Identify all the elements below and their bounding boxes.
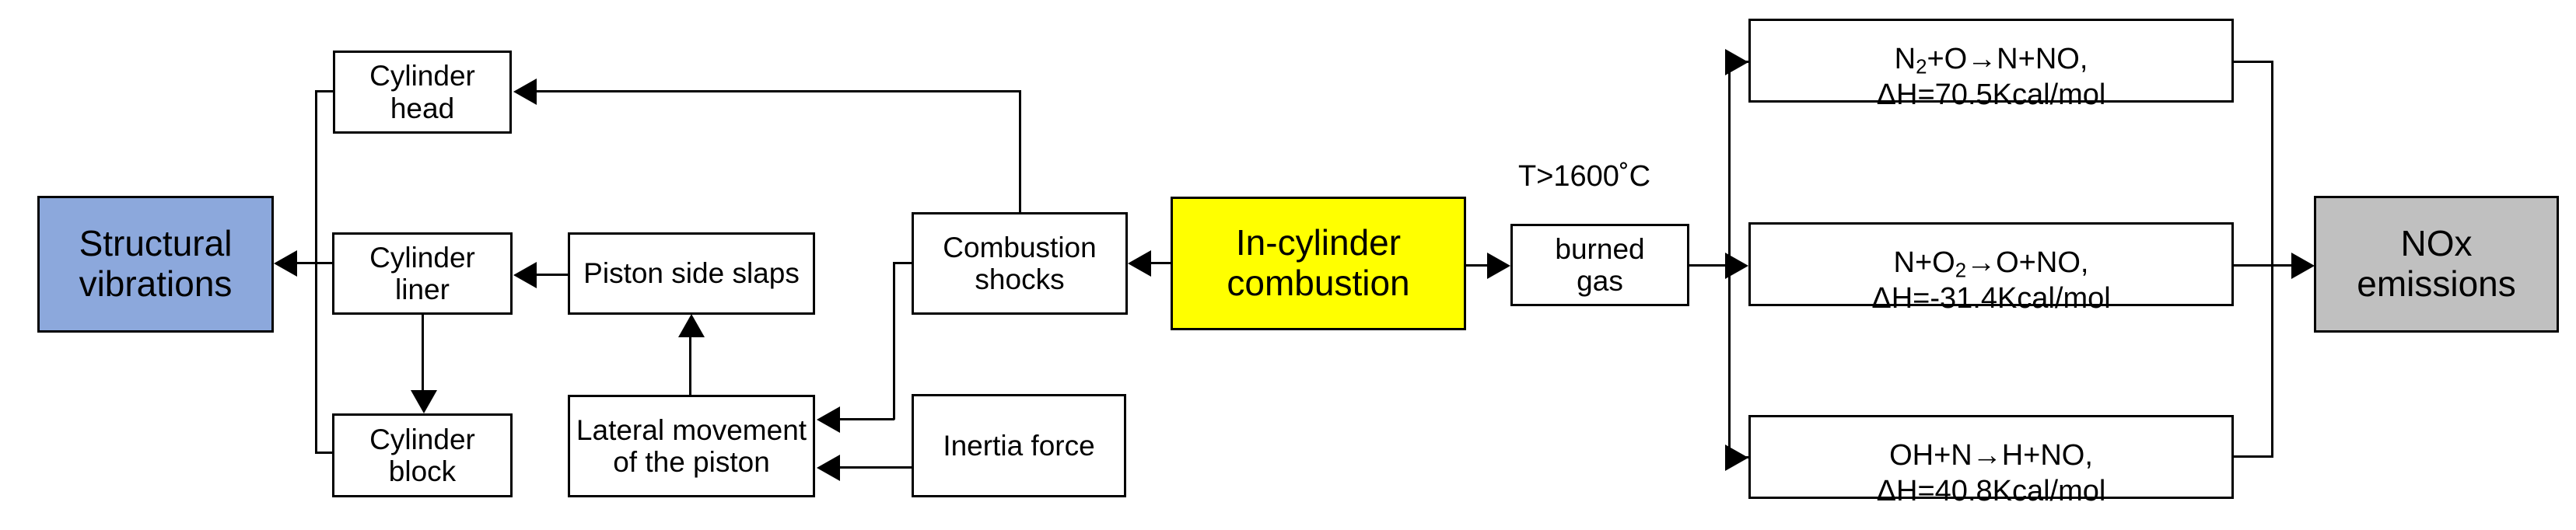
reaction-1-enthalpy: ΔH=70.5Kcal/mol [1876, 78, 2106, 112]
edge-combustion-to-burned-gas [1466, 264, 1488, 267]
edge-lateral-to-slaps [689, 336, 691, 396]
arrowhead-shocks-to-lateral [817, 406, 840, 433]
edge-inertia-to-lateral [840, 466, 913, 469]
arrowhead-combustion-to-shocks [1128, 250, 1151, 277]
node-lateral-movement-label: Lateral movement of the piston [576, 413, 807, 478]
node-lateral-movement-of-piston: Lateral movement of the piston [568, 395, 815, 497]
edge-burned-gas-to-bus [1689, 264, 1730, 267]
edge-bus-to-structural-vibrations [297, 262, 334, 264]
edge-shocks-to-head-vertical [1019, 90, 1021, 213]
arrowhead-combustion-to-burned-gas [1487, 253, 1510, 279]
node-in-cylinder-combustion-label: In-cylinder combustion [1227, 222, 1410, 303]
temperature-label: T>1600˚C [1518, 160, 1651, 193]
arrowhead-bus-to-reaction-3 [1725, 445, 1748, 471]
reaction-2-equation: N+O2→O+NO, [1893, 246, 2089, 282]
edge-reaction-1-to-collector [2232, 61, 2273, 63]
node-burned-gas-label: burned gas [1555, 232, 1645, 297]
edge-nox-collector-bus [2271, 61, 2273, 457]
arrowhead-to-structural-vibrations [274, 250, 297, 277]
edge-liner-to-block [422, 314, 424, 392]
edge-left-collector-bus [315, 90, 317, 454]
arrowhead-shocks-to-head [513, 78, 537, 105]
reaction-2-enthalpy: ΔH=-31.4Kcal/mol [1871, 282, 2111, 316]
node-reaction-3: OH+N→H+NO, ΔH=40.8Kcal/mol [1748, 415, 2234, 507]
edge-collector-to-nox [2271, 264, 2293, 267]
edge-slaps-to-liner [537, 274, 569, 276]
reaction-3-enthalpy: ΔH=40.8Kcal/mol [1876, 475, 2106, 508]
node-reaction-1: N2+O→N+NO, ΔH=70.5Kcal/mol [1748, 19, 2234, 111]
edge-head-to-bus [315, 90, 334, 92]
edge-shocks-left-stub [893, 262, 914, 264]
node-combustion-shocks-label: Combustion shocks [943, 231, 1097, 295]
node-piston-side-slaps: Piston side slaps [568, 232, 815, 315]
node-reaction-2: N+O2→O+NO, ΔH=-31.4Kcal/mol [1748, 222, 2234, 315]
node-cylinder-head: Cylinder head [333, 51, 512, 134]
arrowhead-slaps-to-liner [513, 262, 537, 288]
reaction-3-equation: OH+N→H+NO, [1889, 438, 2093, 472]
reaction-1-equation: N2+O→N+NO, [1894, 42, 2088, 78]
node-cylinder-head-label: Cylinder head [369, 60, 475, 124]
edge-block-to-bus [315, 452, 334, 454]
edge-shocks-to-lateral-vertical [893, 262, 895, 420]
arrowhead-collector-to-nox [2291, 253, 2315, 279]
node-nox-emissions: NOx emissions [2314, 196, 2559, 333]
node-piston-side-slaps-label: Piston side slaps [583, 257, 800, 290]
node-in-cylinder-combustion: In-cylinder combustion [1171, 197, 1466, 330]
node-cylinder-block-label: Cylinder block [369, 423, 475, 487]
node-structural-vibrations: Structural vibrations [37, 196, 274, 333]
arrowhead-inertia-to-lateral [817, 455, 840, 481]
node-cylinder-block: Cylinder block [332, 413, 513, 497]
edge-reaction-2-to-collector [2232, 264, 2273, 267]
arrowhead-bus-to-reaction-1 [1725, 49, 1748, 75]
edge-reaction-3-to-collector [2232, 455, 2273, 458]
node-combustion-shocks: Combustion shocks [912, 212, 1128, 315]
edge-shocks-to-lateral-horizontal [840, 418, 894, 420]
arrowhead-lateral-to-slaps [678, 314, 705, 337]
arrowhead-liner-to-block [411, 390, 437, 413]
node-nox-emissions-label: NOx emissions [2357, 223, 2516, 304]
node-burned-gas: burned gas [1510, 224, 1689, 306]
edge-combustion-to-shocks [1150, 262, 1173, 264]
edge-shocks-to-head-horizontal [537, 90, 1021, 92]
node-structural-vibrations-label: Structural vibrations [79, 223, 233, 304]
node-inertia-force-label: Inertia force [943, 429, 1095, 462]
node-cylinder-liner-label: Cylinder liner [369, 241, 475, 305]
node-cylinder-liner: Cylinder liner [332, 232, 513, 315]
arrowhead-bus-to-reaction-2 [1725, 253, 1748, 279]
node-inertia-force: Inertia force [912, 394, 1126, 497]
